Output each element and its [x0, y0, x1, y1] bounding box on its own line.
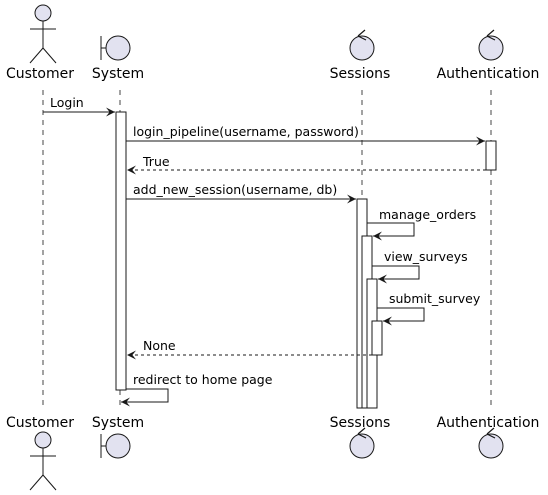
participant-name-authentication: Authentication: [437, 66, 540, 82]
message-arrow-submit-survey: [377, 307, 425, 326]
message-label-submit-survey: submit_survey: [389, 291, 481, 306]
message-arrow-view-surveys: [372, 265, 420, 284]
activation-authentication: [485, 140, 497, 171]
message-label-none: None: [143, 338, 176, 353]
message-label-view-surveys: view_surveys: [384, 249, 468, 264]
boundary-icon: [100, 433, 131, 459]
control-icon: [478, 427, 504, 459]
message-arrow-redirect: [121, 388, 169, 407]
participant-name-system: System: [92, 415, 144, 431]
message-label-add-new-session: add_new_session(username, db): [133, 182, 337, 197]
participant-name-system: System: [92, 66, 144, 82]
message-label-true: True: [142, 154, 170, 169]
actor-icon: [29, 431, 57, 491]
messages: Login login_pipeline(username, password)…: [43, 95, 486, 407]
message-label-redirect: redirect to home page: [133, 372, 273, 387]
participant-name-authentication: Authentication: [437, 415, 540, 431]
activation-system: [115, 111, 127, 391]
activation-sessions-4: [371, 320, 383, 356]
message-arrow-manage-orders: [367, 222, 415, 241]
control-icon: [349, 29, 375, 61]
boundary-icon: [100, 35, 131, 61]
participant-name-customer: Customer: [6, 66, 74, 82]
activations: [115, 111, 497, 409]
participants-top: Customer System Sessions Authentication: [6, 4, 540, 82]
participant-name-customer: Customer: [6, 415, 74, 431]
message-label-login: Login: [50, 95, 84, 110]
message-label-manage-orders: manage_orders: [379, 207, 476, 222]
participant-name-sessions: Sessions: [330, 415, 391, 431]
message-label-login-pipeline: login_pipeline(username, password): [133, 124, 359, 139]
participants-bottom: Customer System Sessions Authentication: [6, 415, 540, 491]
participant-name-sessions: Sessions: [330, 66, 391, 82]
control-icon: [478, 29, 504, 61]
control-icon: [349, 427, 375, 459]
actor-icon: [29, 4, 57, 64]
